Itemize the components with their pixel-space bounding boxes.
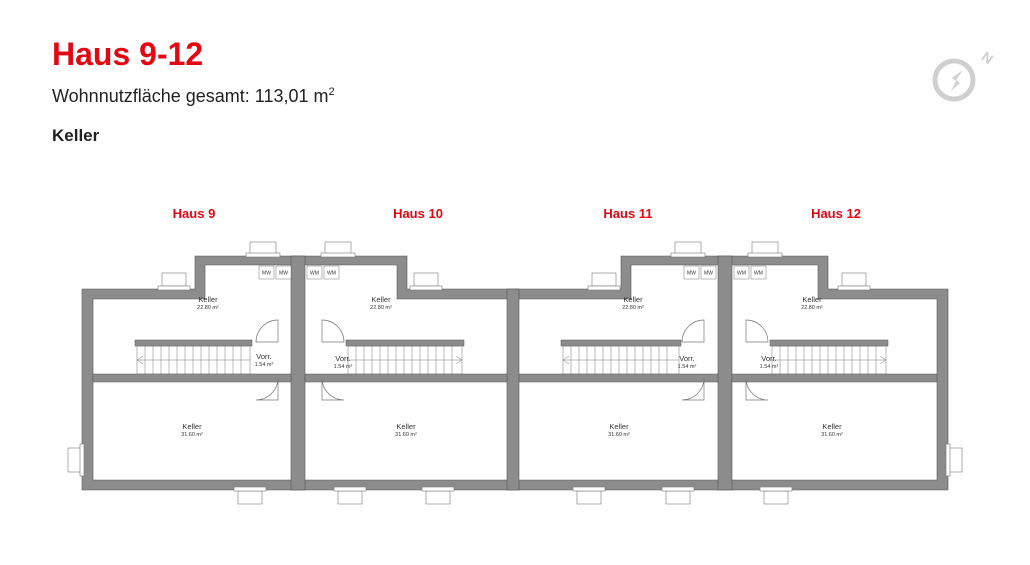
fixtures: MW MW WM WM MW MW WM WM [258, 265, 767, 280]
interior-walls [92, 339, 938, 383]
fixture-label: MW [687, 271, 696, 277]
floor-label: Keller [52, 126, 100, 145]
room-label: Vorr. [256, 352, 271, 361]
area-unit-superscript: 2 [328, 86, 335, 98]
fixture-label: WM [737, 271, 746, 277]
room-area: 1.54 m² [334, 364, 353, 370]
compass-north-icon: N [932, 48, 996, 102]
room-area: 31.60 m² [608, 432, 630, 438]
room-label: Vorr. [335, 354, 350, 363]
house-label-10: Haus 10 [393, 206, 443, 221]
room-area: 1.54 m² [678, 364, 697, 370]
door-swing-haus-11 [681, 319, 705, 401]
room-label: Keller [623, 295, 643, 304]
door-swing-haus-10 [321, 319, 345, 401]
page-title: Haus 9-12 [52, 36, 204, 72]
party-walls [290, 255, 733, 491]
door-swing-haus-12 [745, 319, 769, 401]
staircases [136, 345, 887, 375]
room-label: Vorr. [761, 354, 776, 363]
total-area-text: Wohnnutzfläche gesamt: 113,01 m2 [52, 86, 335, 107]
staircase-haus-10 [347, 345, 463, 375]
room-area: 31.60 m² [821, 432, 843, 438]
room-area: 22.80 m² [622, 305, 644, 311]
door-swings [255, 319, 769, 401]
door-swing-haus-9 [255, 319, 279, 401]
room-labels: Keller 22.80 m² Vorr. 1.54 m² Keller 31.… [181, 295, 843, 438]
room-area: 22.80 m² [801, 305, 823, 311]
room-area: 1.54 m² [255, 362, 274, 368]
fixture-label: WM [310, 271, 319, 277]
room-label: Keller [609, 422, 629, 431]
room-area: 22.80 m² [197, 305, 219, 311]
room-area: 31.60 m² [181, 432, 203, 438]
fixture-label: MW [279, 271, 288, 277]
fixture-label: MW [262, 271, 271, 277]
house-label-9: Haus 9 [173, 206, 216, 221]
staircase-haus-12 [771, 345, 887, 375]
fixture-label: WM [754, 271, 763, 277]
room-label: Vorr. [679, 354, 694, 363]
room-area: 22.80 m² [370, 305, 392, 311]
room-label: Keller [182, 422, 202, 431]
room-label: Keller [802, 295, 822, 304]
total-area-label: Wohnnutzfläche gesamt: 113,01 m [52, 86, 329, 106]
house-label-12: Haus 12 [811, 206, 861, 221]
staircase-haus-11 [562, 345, 680, 375]
fixture-label: MW [704, 271, 713, 277]
fixture-label: WM [327, 271, 336, 277]
room-area: 31.60 m² [395, 432, 417, 438]
house-label-11: Haus 11 [603, 206, 652, 221]
room-label: Keller [198, 295, 218, 304]
room-label: Keller [371, 295, 391, 304]
staircase-haus-9 [136, 345, 251, 375]
windows [67, 241, 963, 505]
room-area: 1.54 m² [760, 364, 779, 370]
house-labels: Haus 9 Haus 10 Haus 11 Haus 12 [173, 206, 861, 221]
room-label: Keller [822, 422, 842, 431]
outer-walls [81, 255, 949, 491]
room-label: Keller [396, 422, 416, 431]
